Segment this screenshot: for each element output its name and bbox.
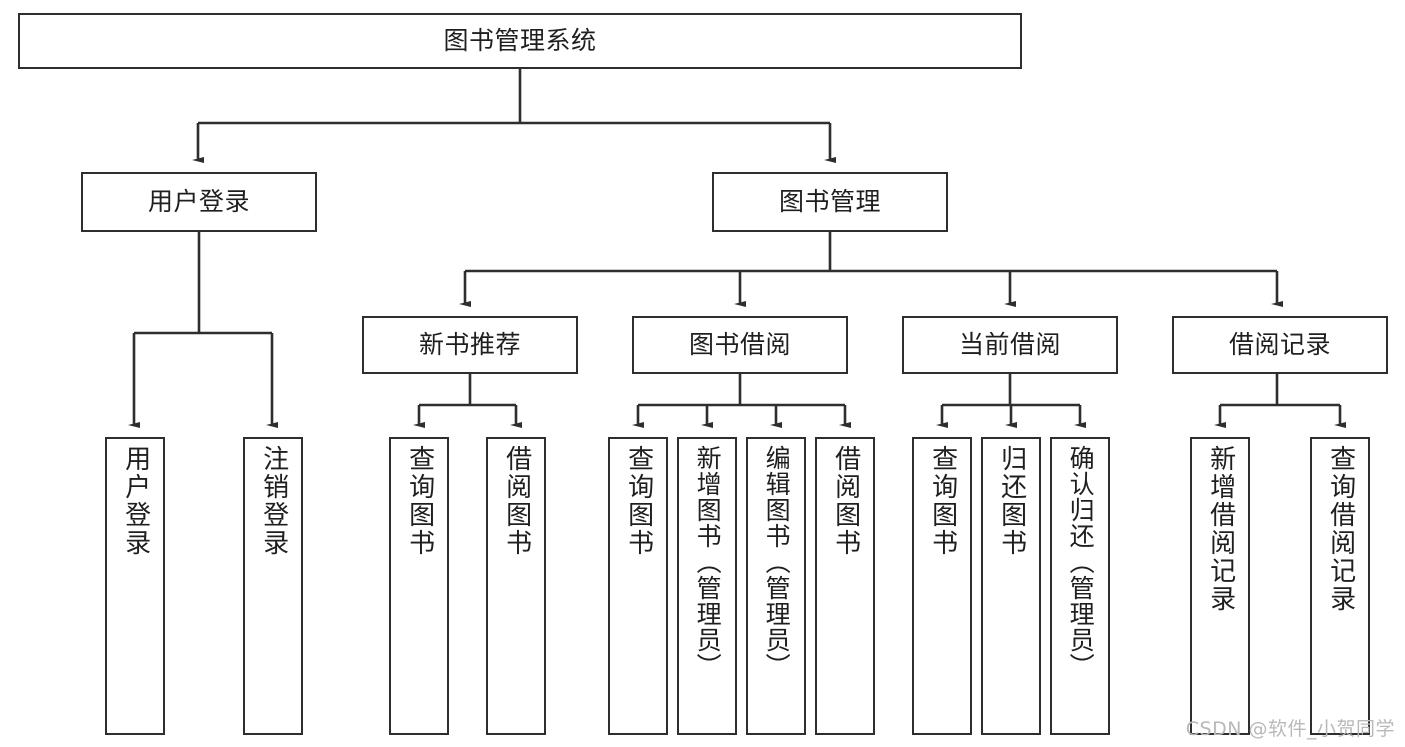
node-leaf-user-login-label: 用户登录 [120, 445, 151, 557]
node-user-login-label: 用户登录 [147, 187, 250, 216]
node-leaf-borrow-book-1[interactable]: 借阅图书 [486, 437, 546, 735]
node-leaf-borrow-book-2-label: 借阅图书 [830, 445, 861, 557]
edge-borrow-record-to-leaves [1214, 374, 1346, 428]
node-leaf-return-book[interactable]: 归还图书 [981, 437, 1041, 735]
node-book-borrow-label: 图书借阅 [688, 330, 791, 359]
csdn-watermark: CSDN @软件_小贺同学 [1185, 718, 1395, 740]
node-leaf-edit-book-label: 编辑图书（管理员） [762, 445, 792, 679]
node-leaf-add-book[interactable]: 新增图书（管理员） [677, 437, 737, 735]
node-borrow-record-label: 借阅记录 [1228, 330, 1331, 359]
node-book-borrow[interactable]: 图书借阅 [632, 316, 848, 374]
node-current-borrow-label: 当前借阅 [958, 330, 1061, 359]
node-leaf-add-book-label: 新增图书（管理员） [693, 445, 723, 679]
node-leaf-borrow-book-1-label: 借阅图书 [501, 445, 532, 557]
node-leaf-query-book-3[interactable]: 查询图书 [912, 437, 972, 735]
node-leaf-query-book-2-label: 查询图书 [623, 445, 654, 557]
edge-book-borrow-to-leaves [632, 374, 851, 428]
node-leaf-query-book-3-label: 查询图书 [927, 445, 958, 557]
node-leaf-query-book-1[interactable]: 查询图书 [389, 437, 449, 735]
node-current-borrow[interactable]: 当前借阅 [902, 316, 1118, 374]
node-leaf-return-book-label: 归还图书 [996, 445, 1027, 557]
node-leaf-borrow-book-2[interactable]: 借阅图书 [815, 437, 875, 735]
edge-new-book-recommend-to-leaves [413, 374, 522, 428]
edge-user-login-to-leaves [128, 232, 278, 428]
node-leaf-add-record-label: 新增借阅记录 [1205, 445, 1236, 613]
node-new-book-recommend-label: 新书推荐 [418, 330, 521, 359]
edge-root-to-level2 [192, 69, 836, 163]
node-leaf-confirm-return[interactable]: 确认归还（管理员） [1050, 437, 1110, 735]
node-user-login[interactable]: 用户登录 [81, 172, 317, 232]
node-leaf-query-record-label: 查询借阅记录 [1325, 445, 1356, 613]
node-leaf-query-book-2[interactable]: 查询图书 [608, 437, 668, 735]
node-new-book-recommend[interactable]: 新书推荐 [362, 316, 578, 374]
edge-current-borrow-to-leaves [936, 374, 1086, 428]
node-leaf-query-book-1-label: 查询图书 [404, 445, 435, 557]
node-leaf-logout-label: 注销登录 [258, 445, 289, 557]
node-root[interactable]: 图书管理系统 [18, 13, 1022, 69]
node-root-label: 图书管理系统 [443, 26, 597, 55]
node-borrow-record[interactable]: 借阅记录 [1172, 316, 1388, 374]
node-leaf-confirm-return-label: 确认归还（管理员） [1066, 445, 1096, 679]
node-leaf-user-login[interactable]: 用户登录 [105, 437, 165, 735]
node-leaf-edit-book[interactable]: 编辑图书（管理员） [746, 437, 806, 735]
edge-book-manage-to-level3 [459, 232, 1283, 307]
node-book-manage-label: 图书管理 [778, 187, 881, 216]
node-book-manage[interactable]: 图书管理 [712, 172, 948, 232]
node-leaf-query-record[interactable]: 查询借阅记录 [1310, 437, 1370, 735]
node-leaf-add-record[interactable]: 新增借阅记录 [1190, 437, 1250, 735]
node-leaf-logout[interactable]: 注销登录 [243, 437, 303, 735]
